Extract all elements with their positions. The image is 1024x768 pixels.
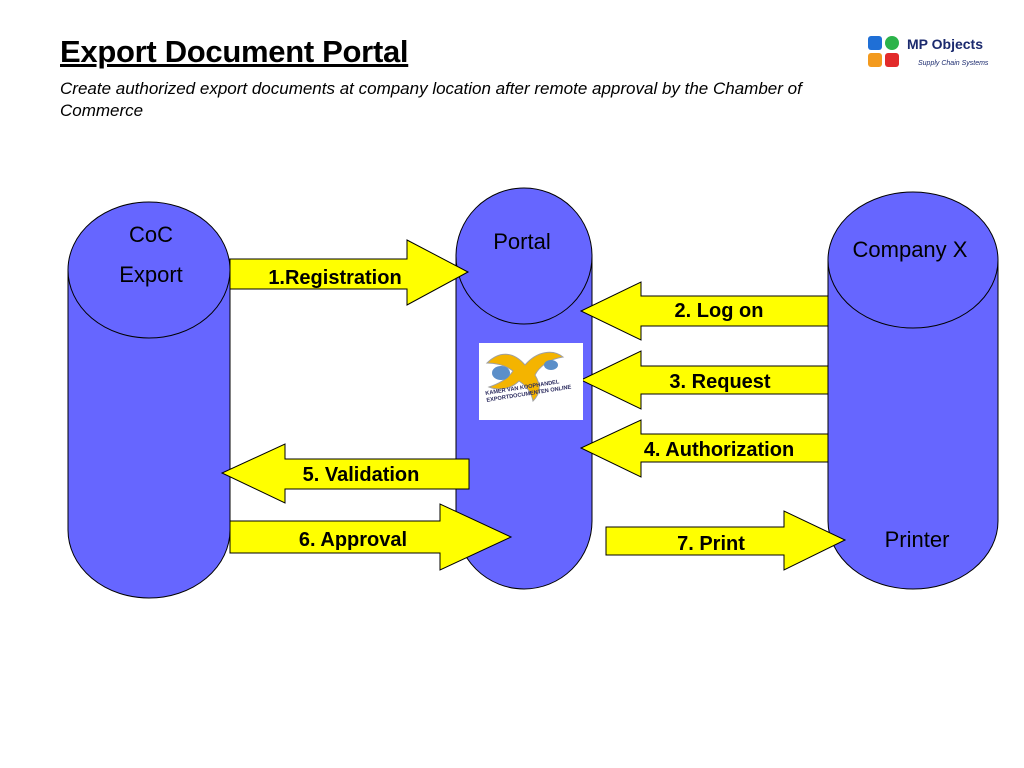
step-3-label: 3. Request <box>669 371 770 393</box>
step-6-label: 6. Approval <box>299 529 407 551</box>
step-7-print-arrow: 7. Print <box>605 510 847 571</box>
step-4-authorization-arrow: 4. Authorization <box>579 419 829 478</box>
portal-label: Portal <box>493 229 550 254</box>
printer-label: Printer <box>885 527 950 552</box>
logo-tagline: Supply Chain Systems <box>918 60 989 67</box>
red-arrow-icon <box>885 53 899 67</box>
orange-square-icon <box>868 53 882 67</box>
company-x-cylinder: Company X Printer <box>827 191 999 590</box>
mp-objects-logo: MP Objects Supply Chain Systems <box>864 34 1014 74</box>
green-square-icon <box>885 36 899 50</box>
coc-export-cylinder: CoC Export <box>67 201 231 599</box>
step-2-log-on-arrow: 2. Log on <box>579 281 829 341</box>
step-6-approval-arrow: 6. Approval <box>229 503 513 571</box>
step-2-label: 2. Log on <box>675 300 764 322</box>
logo-name: MP Objects <box>907 36 983 52</box>
page-title: Export Document Portal <box>60 34 409 69</box>
kvk-portal-logo: KAMER VAN KOOPHANDEL EXPORTDOCUMENTEN ON… <box>479 343 583 420</box>
kvk-swoosh-icon <box>485 351 565 403</box>
page-subtitle: Create authorized export documents at co… <box>60 79 802 120</box>
export-label: Export <box>119 262 183 287</box>
step-4-label: 4. Authorization <box>644 439 794 461</box>
step-1-label: 1.Registration <box>268 267 401 289</box>
portal-cylinder: Portal <box>455 187 593 590</box>
step-3-request-arrow: 3. Request <box>579 350 829 410</box>
company-x-label: Company X <box>853 237 968 262</box>
step-1-registration-arrow: 1.Registration <box>229 239 470 306</box>
step-7-label: 7. Print <box>677 533 745 555</box>
coc-label: CoC <box>129 222 173 247</box>
step-5-label: 5. Validation <box>303 464 420 486</box>
blue-square-icon <box>868 36 882 50</box>
step-5-validation-arrow: 5. Validation <box>220 443 470 504</box>
